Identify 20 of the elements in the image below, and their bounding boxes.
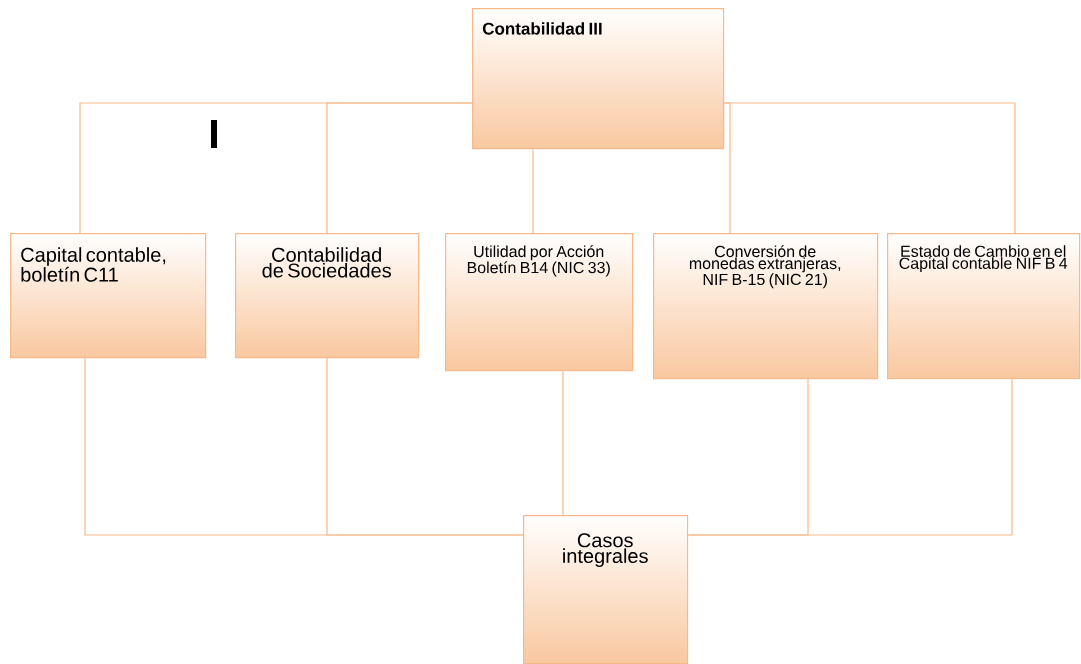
box-text: Utilidad por Acción Boletín B14 (NIC 33) — [467, 245, 610, 277]
process-box — [445, 233, 634, 372]
connector-line — [532, 148, 534, 234]
connector-line — [723, 102, 1016, 234]
box-text: Casos integrales — [563, 533, 648, 567]
process-box — [887, 233, 1081, 380]
process-box — [10, 233, 207, 359]
title-box — [472, 8, 725, 150]
box-text: Contabilidad III — [482, 22, 602, 35]
box-text: Estado de Cambio en el Capital contable NIF B 4 — [899, 245, 1068, 273]
connector-line — [326, 102, 473, 234]
box-text: Contabilidad de Sociedades — [262, 247, 391, 278]
box-text: Conversión de monedas extranjeras, NIF B-15 (NIC 21) — [689, 245, 841, 289]
process-box — [653, 233, 879, 380]
connector-line — [562, 370, 564, 516]
box-text: Capital contable, boletín C11 — [21, 247, 166, 282]
process-box — [235, 233, 420, 359]
connector-line — [687, 378, 1013, 536]
process-box — [523, 515, 689, 664]
connector-line — [326, 357, 524, 536]
